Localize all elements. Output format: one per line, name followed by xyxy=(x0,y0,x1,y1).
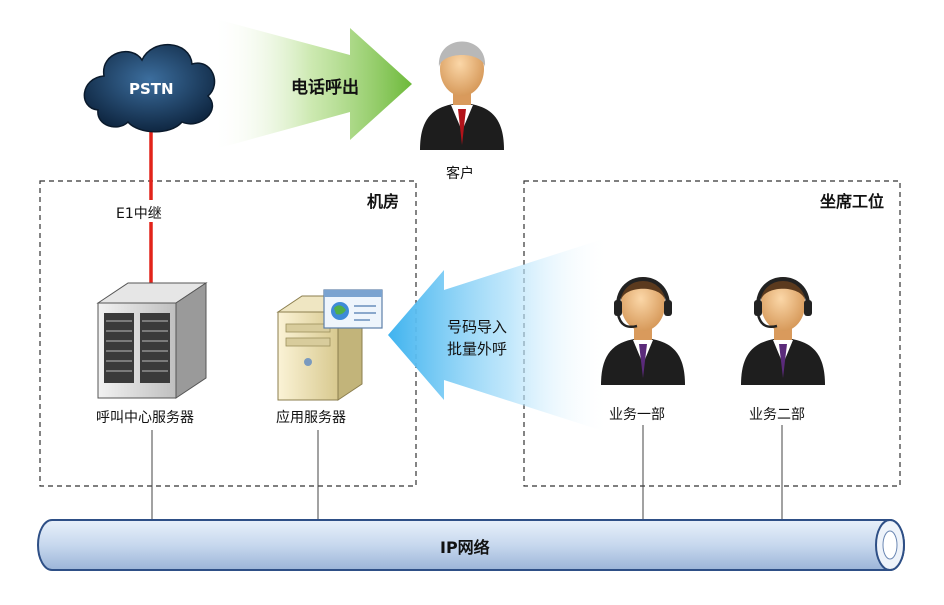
app-server-label: 应用服务器 xyxy=(276,410,346,426)
app-server-icon xyxy=(276,289,383,401)
trunk-label-bg xyxy=(112,200,192,222)
pstn-label: PSTN xyxy=(129,80,174,98)
import-arrow-line1: 号码导入 xyxy=(447,318,508,336)
customer-label: 客户 xyxy=(446,166,474,182)
outbound-arrow-label: 电话呼出 xyxy=(291,78,359,98)
number-import-arrow xyxy=(388,240,610,430)
agent1-label: 业务一部 xyxy=(609,407,665,423)
call-center-server-icon xyxy=(96,282,208,399)
ip-network-pipe xyxy=(37,519,905,571)
cloud-icon xyxy=(83,44,216,133)
agent2-label: 业务二部 xyxy=(749,407,805,423)
import-arrow-line2: 批量外呼 xyxy=(447,340,508,358)
outbound-call-arrow xyxy=(212,18,412,150)
agent-area-title: 坐席工位 xyxy=(820,192,885,211)
trunk-label: E1中继 xyxy=(116,206,162,222)
network-label: IP网络 xyxy=(440,538,490,557)
machine-room-box xyxy=(39,180,417,487)
customer-icon xyxy=(420,41,504,150)
machine-room-title: 机房 xyxy=(367,192,400,211)
agent2-headset-icon xyxy=(739,275,827,387)
agent1-headset-icon xyxy=(599,275,687,387)
call-center-server-label: 呼叫中心服务器 xyxy=(96,410,194,426)
